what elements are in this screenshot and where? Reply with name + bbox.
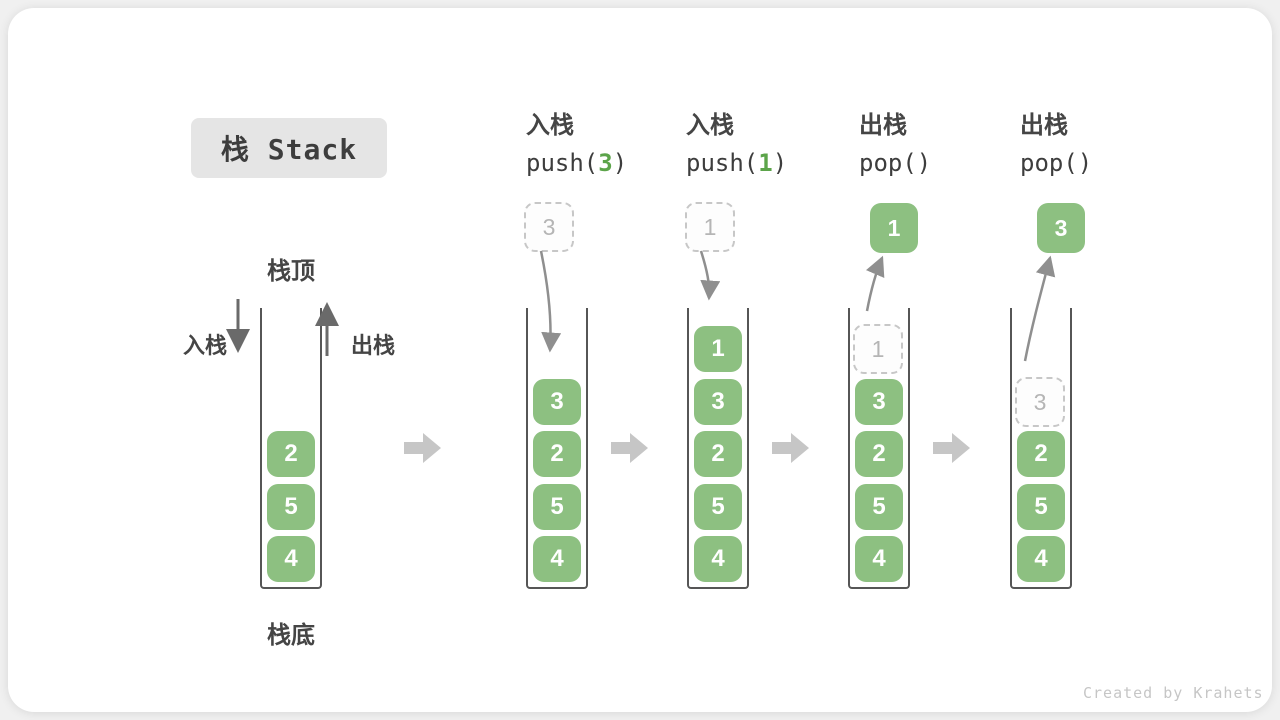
stack-block: 4 [855,536,903,582]
op-label-zh: 出栈 [1020,112,1068,139]
popped-value-box: 1 [870,203,918,253]
stack-block: 3 [855,379,903,425]
code-close: ) [1077,149,1093,177]
removed-value-box: 3 [1015,377,1065,427]
stack-block: 3 [533,379,581,425]
stack-bottom-label: 栈底 [267,622,315,649]
incoming-value-box: 1 [685,202,735,252]
stack-block: 5 [533,484,581,530]
push-side-label: 入栈 [183,333,228,358]
stack-block: 3 [694,379,742,425]
stack-block: 5 [1017,484,1065,530]
stack-block: 4 [1017,536,1065,582]
stack-block: 2 [1017,431,1065,477]
stack-block: 5 [855,484,903,530]
watermark: Created by Krahets [1083,684,1264,702]
op-code: pop() [859,150,931,176]
op-code: push(1) [686,150,787,176]
code-close: ) [772,149,788,177]
stack-block: 1 [694,326,742,372]
page-title: 栈 Stack [220,133,358,166]
code-fn: push( [686,149,759,177]
op-code: push(3) [526,150,627,176]
code-close: ) [612,149,628,177]
op-header-push-1: 入栈 push(1) [686,112,787,177]
op-label-zh: 出栈 [859,112,907,139]
stack-block: 2 [855,431,903,477]
diagram-card: 栈 Stack 入栈 push(3) 入栈 push(1) 出栈 pop() 出… [8,8,1272,712]
stack-block: 4 [533,536,581,582]
stack-block: 4 [694,536,742,582]
stack-block: 2 [533,431,581,477]
op-header-push-3: 入栈 push(3) [526,112,627,177]
stack-block: 2 [694,431,742,477]
code-close: ) [916,149,932,177]
op-code: pop() [1020,150,1092,176]
code-fn: pop( [1020,149,1078,177]
op-label-zh: 入栈 [686,112,734,139]
op-header-pop-2: 出栈 pop() [1020,112,1092,177]
popped-value-box: 3 [1037,203,1085,253]
stack-top-label: 栈顶 [267,258,315,285]
op-header-pop-1: 出栈 pop() [859,112,931,177]
op-label-zh: 入栈 [526,112,574,139]
stack-block: 5 [267,484,315,530]
pop-side-label: 出栈 [351,333,396,358]
code-fn: pop( [859,149,917,177]
removed-value-box: 1 [853,324,903,374]
stack-block: 2 [267,431,315,477]
stack-block: 5 [694,484,742,530]
code-fn: push( [526,149,599,177]
code-arg: 3 [598,149,613,177]
title-box: 栈 Stack [191,118,387,178]
incoming-value-box: 3 [524,202,574,252]
code-arg: 1 [758,149,773,177]
stack-block: 4 [267,536,315,582]
